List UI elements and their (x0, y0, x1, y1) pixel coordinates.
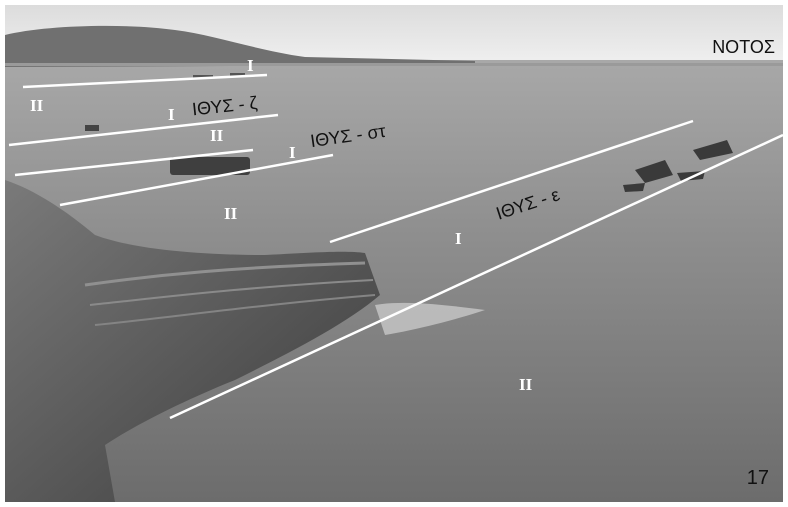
marker-ii: II (519, 375, 533, 394)
marker-i: I (247, 56, 254, 75)
boundary-line-1 (22, 73, 268, 89)
rock-islet-left (170, 157, 250, 175)
photo-scene (5, 5, 783, 502)
coastal-photograph: I II I II I II I II ΙΘΥΣ - ζ ΙΘΥΣ - στ Ι… (5, 5, 783, 502)
marker-i: I (289, 143, 296, 162)
distant-headland (5, 25, 475, 67)
boundary-line-2 (8, 113, 279, 147)
boundary-line-4 (59, 153, 334, 207)
marker-i: I (455, 229, 462, 248)
boundary-line-6 (169, 133, 783, 420)
direction-label: ΝΟΤΟΣ (712, 37, 775, 57)
boundary-lines (8, 73, 783, 420)
cliff (5, 180, 380, 502)
page-number: 17 (746, 467, 769, 489)
boundary-line-3 (14, 148, 254, 177)
marker-i: I (168, 105, 175, 124)
marker-ii: II (224, 204, 238, 223)
rock-islet (635, 160, 673, 183)
boundary-line-5 (329, 119, 694, 244)
marker-ii: II (30, 96, 44, 115)
marker-ii: II (210, 126, 224, 145)
